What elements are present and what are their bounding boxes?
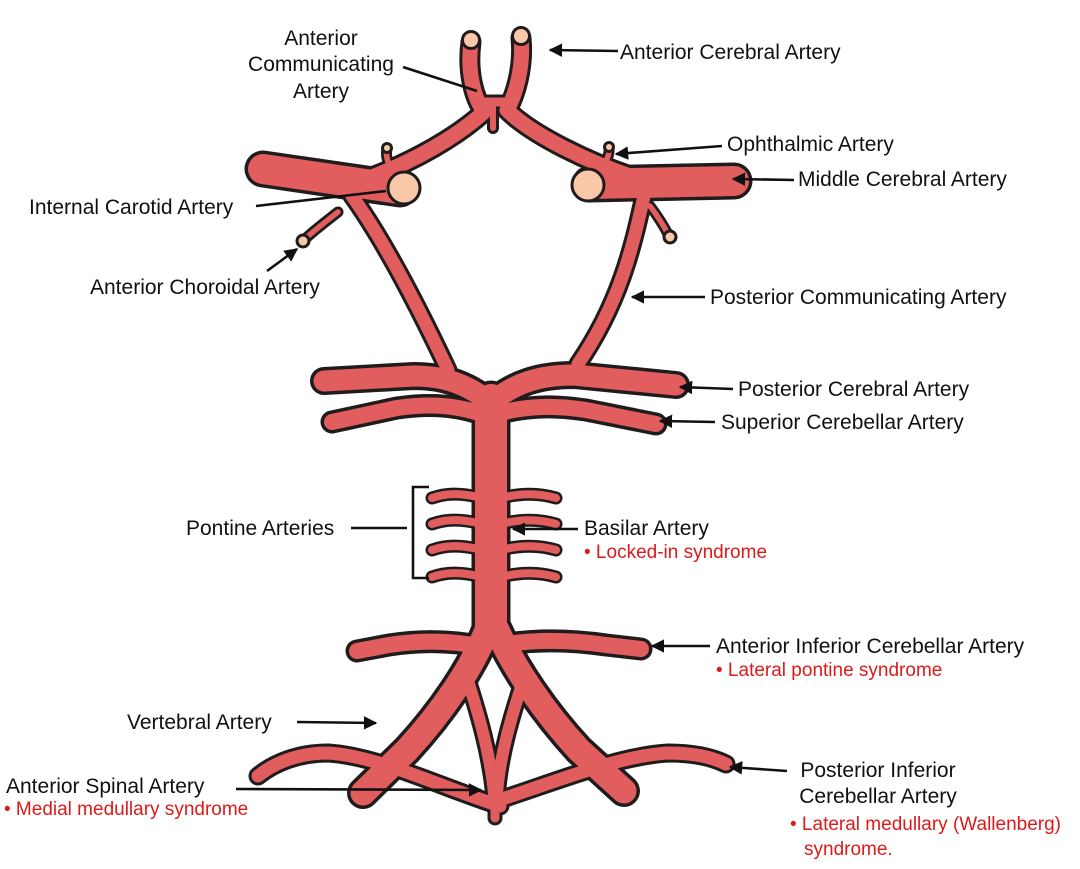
aca-arrow (548, 43, 619, 57)
left-posterior-communicating-artery-vessel (352, 196, 448, 370)
pontine-bracket (411, 485, 429, 580)
right-internal-carotid-cut-end (570, 167, 606, 203)
pica-arrow (728, 761, 788, 775)
label-pontine-arteries: Pontine Arteries (186, 517, 335, 540)
ophthalmic-arrow (614, 144, 723, 160)
label-posterior-cerebral-artery: Posterior Cerebral Artery (738, 378, 970, 401)
label-anterior-communicating-artery: Anterior Communicating Artery (248, 27, 394, 103)
vessel-fill-pass (258, 38, 734, 818)
label-posterior-communicating-artery: Posterior Communicating Artery (710, 286, 1007, 309)
vessel-cut-ends (295, 26, 678, 249)
pointer-lines (255, 65, 478, 580)
label-anterior-cerebral-artery: Anterior Cerebral Artery (620, 41, 841, 64)
label-anterior-choroidal-artery: Anterior Choroidal Artery (90, 276, 320, 299)
acom-pointer-line (402, 65, 478, 93)
anterior-choroidal-arrow (266, 247, 299, 273)
label-basilar-artery: Basilar Artery (584, 517, 709, 540)
label-superior-cerebellar-artery: Superior Cerebellar Artery (721, 411, 964, 434)
left-middle-cerebral-artery-vessel (263, 169, 400, 189)
left-ophthalmic-cut-end (381, 142, 393, 154)
label-middle-cerebral-artery: Middle Cerebral Artery (798, 168, 1007, 191)
label-anterior-spinal-artery: Anterior Spinal Artery (6, 775, 205, 798)
note-locked-in-syndrome: • Locked-in syndrome (584, 542, 768, 563)
left-anterior-choroidal-cut-end (295, 233, 311, 249)
sca-arrow (658, 414, 716, 428)
note-lateral-medullary-wallenberg-syndrome: • Lateral medullary (Wallenberg) syndrom… (790, 814, 1062, 860)
label-internal-carotid-artery: Internal Carotid Artery (29, 196, 234, 219)
pca-arrow (678, 380, 734, 395)
right-aica-vessel (500, 641, 641, 649)
label-ophthalmic-artery: Ophthalmic Artery (727, 133, 894, 156)
ica-pointer-line (255, 189, 387, 208)
pointer-arrows (235, 43, 795, 797)
left-internal-carotid-cut-end (386, 170, 422, 206)
label-vertebral-artery: Vertebral Artery (127, 711, 272, 734)
anterior-spinal-arrow (235, 783, 483, 797)
note-lateral-pontine-syndrome: • Lateral pontine syndrome (716, 660, 943, 681)
left-aca-cut-end (461, 30, 481, 50)
note-medial-medullary-syndrome: • Medial medullary syndrome (4, 799, 249, 820)
label-posterior-inferior-cerebellar-artery: Posterior Inferior Cerebellar Artery (799, 759, 957, 809)
right-aca-cut-end (511, 26, 531, 46)
label-anterior-inferior-cerebellar-artery: Anterior Inferior Cerebellar Artery (716, 635, 1025, 658)
right-ophthalmic-cut-end (603, 141, 615, 153)
mca-arrow (731, 172, 795, 186)
right-anterior-choroidal-cut-end (662, 229, 678, 245)
left-anterior-choroidal-artery-vessel (304, 212, 338, 240)
vertebral-arrow (296, 716, 378, 730)
right-middle-cerebral-artery-vessel (590, 181, 734, 184)
